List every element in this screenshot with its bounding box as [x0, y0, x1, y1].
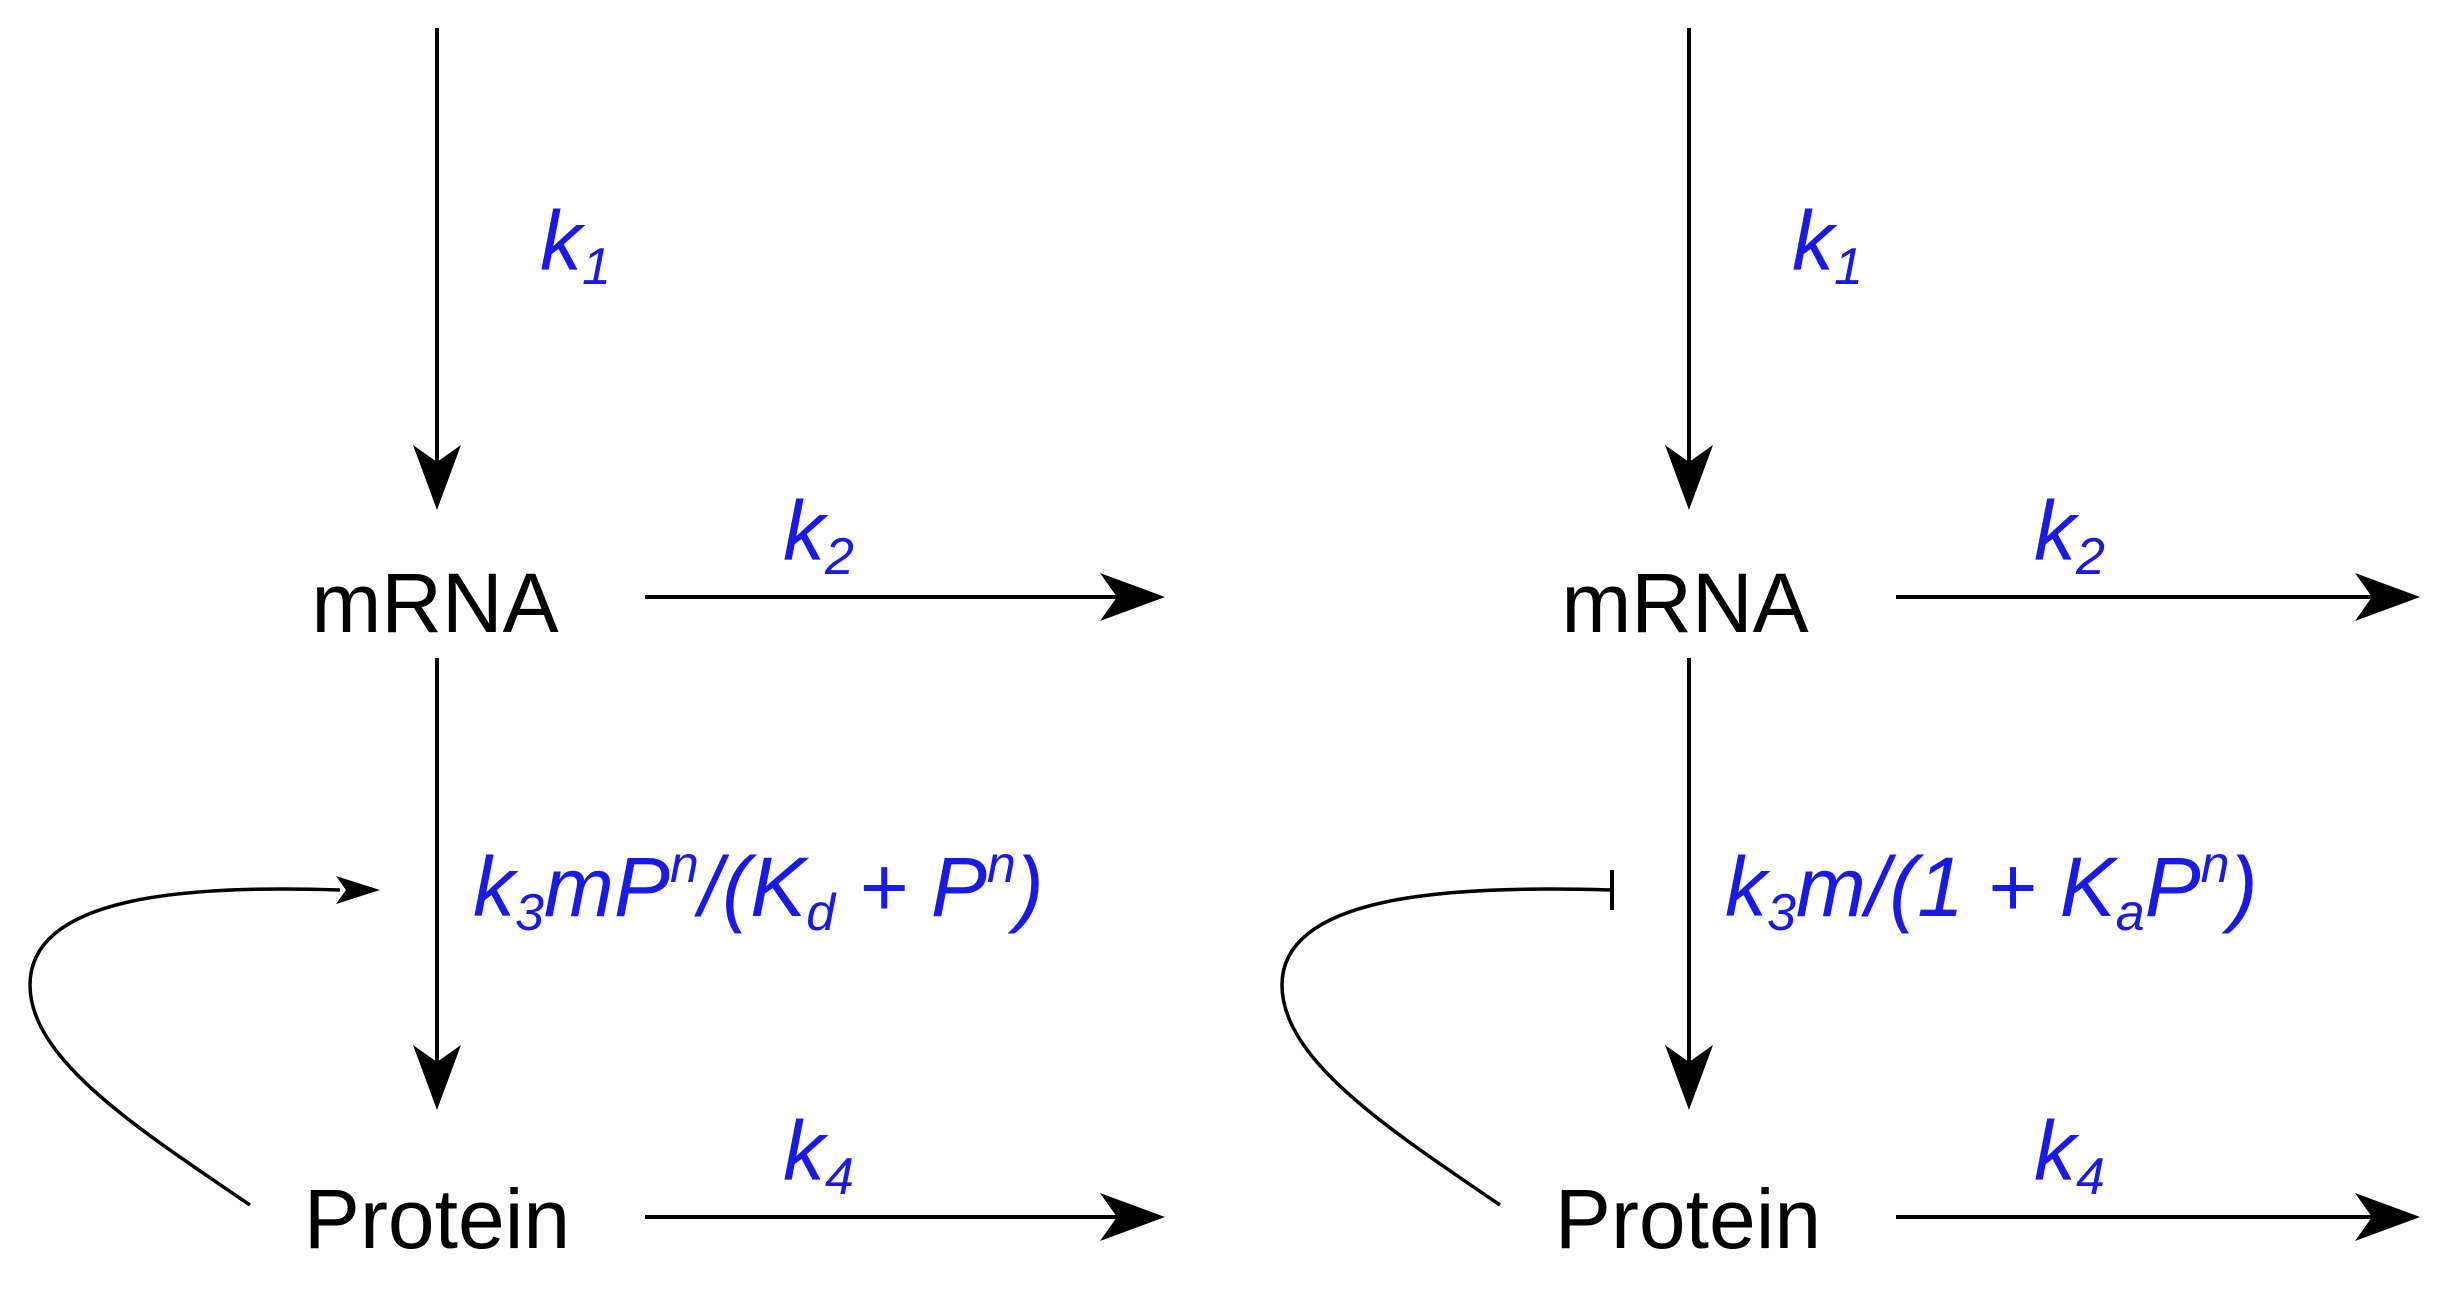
left-k4-label: k4	[783, 1104, 854, 1206]
left-protein-node: Protein	[304, 1172, 570, 1266]
left-mrna-node: mRNA	[311, 556, 558, 650]
left-activation-feedback-arrow	[28, 876, 380, 1207]
right-synthesis-arrow	[1665, 28, 1713, 510]
left-protein-degradation-arrow	[645, 1193, 1165, 1241]
right-protein-degradation-arrow	[1896, 1193, 2420, 1241]
right-k4-label: k4	[2034, 1104, 2105, 1206]
right-mrna-degradation-arrow	[1896, 573, 2420, 621]
right-translation-rate-label: k3m/(1 + KaPn)	[1725, 836, 2258, 942]
right-protein-node: Protein	[1555, 1172, 1821, 1266]
left-mrna-degradation-arrow	[645, 573, 1165, 621]
right-panel: k1 mRNA k2 k3m/(1 + KaPn) Protein k4	[1280, 28, 2420, 1266]
right-translation-arrow	[1665, 658, 1713, 1110]
right-mrna-node: mRNA	[1561, 556, 1808, 650]
right-inhibition-feedback-arrow	[1280, 870, 1614, 1207]
right-k1-label: k1	[1792, 194, 1863, 296]
left-k2-label: k2	[783, 484, 854, 586]
left-translation-rate-label: k3mPn/(Kd + Pn)	[473, 836, 1044, 942]
left-k1-label: k1	[540, 194, 611, 296]
left-synthesis-arrow	[413, 28, 461, 510]
right-k2-label: k2	[2034, 484, 2105, 586]
left-translation-arrow	[413, 658, 461, 1110]
left-panel: k1 mRNA k2 k3mPn/(Kd + Pn) Protein k4	[28, 28, 1165, 1266]
